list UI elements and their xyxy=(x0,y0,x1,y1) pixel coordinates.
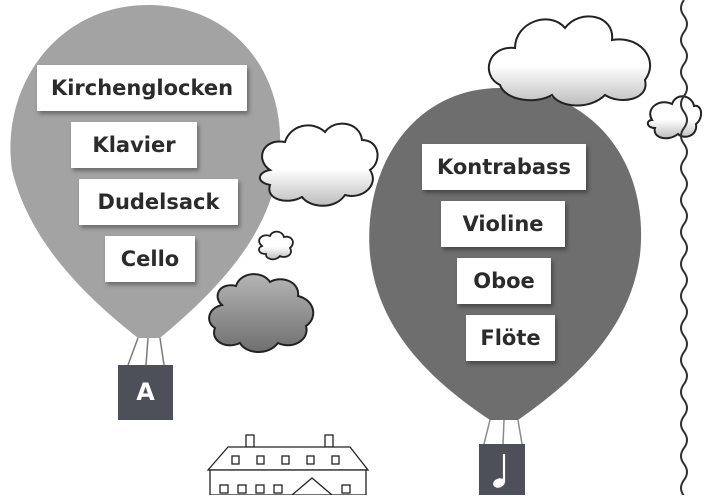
cloud-small xyxy=(258,230,294,261)
word-card-floete[interactable]: Flöte xyxy=(466,315,555,361)
word-card-violine[interactable]: Violine xyxy=(441,201,565,247)
castle-gable xyxy=(291,477,333,495)
cloud-edge-right xyxy=(646,95,702,140)
castle-chimney-left xyxy=(245,434,255,448)
basket-a: A xyxy=(118,365,173,420)
cloud-middle xyxy=(258,122,379,207)
word-card-klavier[interactable]: Klavier xyxy=(71,122,197,168)
wavy-divider xyxy=(680,0,688,495)
castle-chimney-right xyxy=(324,434,334,448)
castle-windows xyxy=(219,484,351,494)
balloon-b-envelope xyxy=(369,88,642,420)
word-card-kirchenglocken[interactable]: Kirchenglocken xyxy=(37,65,247,111)
word-card-kontrabass[interactable]: Kontrabass xyxy=(422,144,586,190)
cloud-top-right xyxy=(488,15,652,107)
basket-b xyxy=(479,444,525,495)
balloon-b-ropes xyxy=(483,419,523,445)
eighth-note-icon xyxy=(493,454,506,488)
cloud-dark xyxy=(208,273,315,353)
word-card-cello[interactable]: Cello xyxy=(105,236,195,282)
castle xyxy=(206,434,370,495)
castle-dormers xyxy=(231,455,340,465)
balloon-a-ropes xyxy=(127,337,165,366)
word-card-dudelsack[interactable]: Dudelsack xyxy=(79,179,238,225)
word-card-oboe[interactable]: Oboe xyxy=(457,258,551,304)
castle-body xyxy=(209,469,367,495)
